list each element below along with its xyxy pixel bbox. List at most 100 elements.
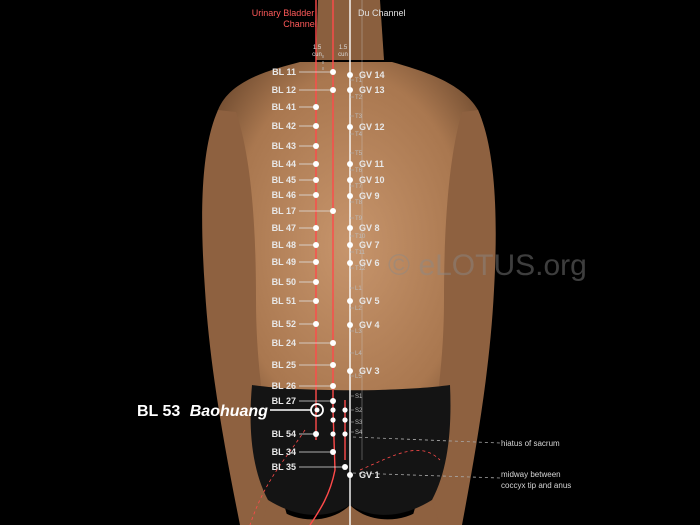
point-label-gv-12: GV 12 [359, 122, 385, 132]
point-dot-bl-49 [313, 259, 319, 265]
point-label-bl-52: BL 52 [272, 319, 296, 329]
vertebra-t5: T5 [355, 151, 363, 157]
note-hiatus-sacrum: hiatus of sacrum [501, 439, 560, 448]
sacral-dot-6 [330, 431, 336, 437]
point-dot-gv-9 [347, 193, 353, 199]
point-label-bl-35: BL 35 [272, 462, 296, 472]
point-dot-bl-52 [313, 321, 319, 327]
point-dot-bl-24 [330, 340, 336, 346]
cun-right-unit: cun [338, 52, 348, 58]
legs [262, 500, 440, 525]
point-label-bl-26: BL 26 [272, 381, 296, 391]
point-dot-bl-51 [313, 298, 319, 304]
point-dot-gv-6 [347, 260, 353, 266]
point-label-gv-11: GV 11 [359, 159, 384, 169]
point-label-bl-49: BL 49 [272, 257, 296, 267]
point-label-bl-12: BL 12 [272, 85, 296, 95]
vertebra-labels: T1T2T3T4T5T6T7T8T9T10T11T12L1L2L3L4L5S1S… [350, 78, 366, 436]
point-dot-bl-17 [330, 208, 336, 214]
point-label-gv-9: GV 9 [359, 191, 380, 201]
point-label-bl-48: BL 48 [272, 240, 296, 250]
point-dot-bl-35 [342, 464, 348, 470]
point-dot-bl-45 [313, 177, 319, 183]
cun-left-unit: cun [312, 52, 322, 58]
point-dot-bl-50 [313, 279, 319, 285]
featured-point-name: Baohuang [190, 403, 268, 420]
point-dot-gv-10 [347, 177, 353, 183]
featured-point-bl53: BL 53 Baohuang [137, 403, 324, 420]
point-dot-bl-25 [330, 362, 336, 368]
point-dot-gv-11 [347, 161, 353, 167]
point-dot-bl-54 [313, 431, 319, 437]
point-label-bl-54: BL 54 [272, 429, 296, 439]
left-arm [202, 110, 290, 525]
vertebra-t6: T6 [355, 168, 363, 174]
point-label-gv-14: GV 14 [359, 70, 385, 80]
point-dot-gv-1 [347, 472, 353, 478]
point-label-gv-13: GV 13 [359, 85, 385, 95]
guide-lines [249, 55, 501, 525]
vertebra-t8: T8 [355, 200, 363, 206]
governing-points: GV 14 GV 13 GV 12 GV 11 GV 10 GV 9 GV 8 GV 7 GV … [347, 70, 385, 480]
point-label-bl-27: BL 27 [272, 396, 296, 406]
point-label-gv-7: GV 7 [359, 240, 380, 250]
point-dot-gv-8 [347, 225, 353, 231]
point-dot-gv-4 [347, 322, 353, 328]
featured-point-label: BL 53 Baohuang [137, 403, 268, 420]
point-label-gv-5: GV 5 [359, 296, 380, 306]
point-label-bl-43: BL 43 [272, 141, 296, 151]
point-label-bl-11: BL 11 [272, 67, 296, 77]
point-dot-bl-11 [330, 69, 336, 75]
cun-left-value: 1.5 [313, 45, 322, 51]
point-label-bl-46: BL 46 [272, 190, 296, 200]
point-dot-bl-12 [330, 87, 336, 93]
point-dot-bl-27 [330, 398, 336, 404]
watermark: © eLOTUS.org [388, 249, 587, 282]
du-channel-label: Du Channel [358, 8, 406, 18]
vertebra-s3: S3 [355, 420, 363, 426]
bladder-channel-label-1: Urinary Bladder [252, 8, 315, 18]
point-dot-bl-43 [313, 143, 319, 149]
vertebra-t9: T9 [355, 216, 363, 222]
sacral-dot-1 [330, 407, 336, 413]
point-label-bl-45: BL 45 [272, 175, 296, 185]
point-dot-gv-5 [347, 298, 353, 304]
cun-right-value: 1.5 [339, 45, 348, 51]
point-dot-bl-46 [313, 192, 319, 198]
vertebra-l3: L3 [355, 329, 362, 335]
point-label-gv-10: GV 10 [359, 175, 385, 185]
right-arm [410, 110, 496, 525]
point-dot-bl-48 [313, 242, 319, 248]
vertebra-l5: L5 [355, 374, 362, 380]
point-dot-gv-3 [347, 368, 353, 374]
vertebra-t11: T11 [355, 250, 366, 256]
bladder-channel-label-2: Channel [283, 19, 317, 29]
point-label-bl-34: BL 34 [272, 447, 296, 457]
point-label-gv-4: GV 4 [359, 320, 380, 330]
note-midway-line1: midway between [501, 470, 561, 479]
featured-point-code: BL 53 [137, 403, 180, 420]
vertebra-s2: S2 [355, 408, 363, 414]
point-dot-gv-7 [347, 242, 353, 248]
vertebra-t10: T10 [355, 234, 366, 240]
vertebra-t1: T1 [355, 78, 363, 84]
point-label-bl-17: BL 17 [272, 206, 296, 216]
point-label-gv-6: GV 6 [359, 258, 380, 268]
sacral-dot-2 [330, 417, 336, 423]
sacral-dot-4 [342, 417, 348, 423]
point-label-gv-8: GV 8 [359, 223, 380, 233]
vertebra-l2: L2 [355, 306, 362, 312]
sacral-dot-5 [342, 431, 348, 437]
point-dot-bl-42 [313, 123, 319, 129]
point-label-bl-44: BL 44 [272, 159, 296, 169]
point-dot-gv-12 [347, 124, 353, 130]
vertebra-t3: T3 [355, 114, 363, 120]
vertebra-t12: T12 [355, 266, 366, 272]
vertebra-s4: S4 [355, 430, 363, 436]
vertebra-s1: S1 [355, 394, 363, 400]
point-label-bl-47: BL 47 [272, 223, 296, 233]
point-dot-bl-26 [330, 383, 336, 389]
point-label-bl-25: BL 25 [272, 360, 296, 370]
point-label-gv-1: GV 1 [359, 470, 380, 480]
